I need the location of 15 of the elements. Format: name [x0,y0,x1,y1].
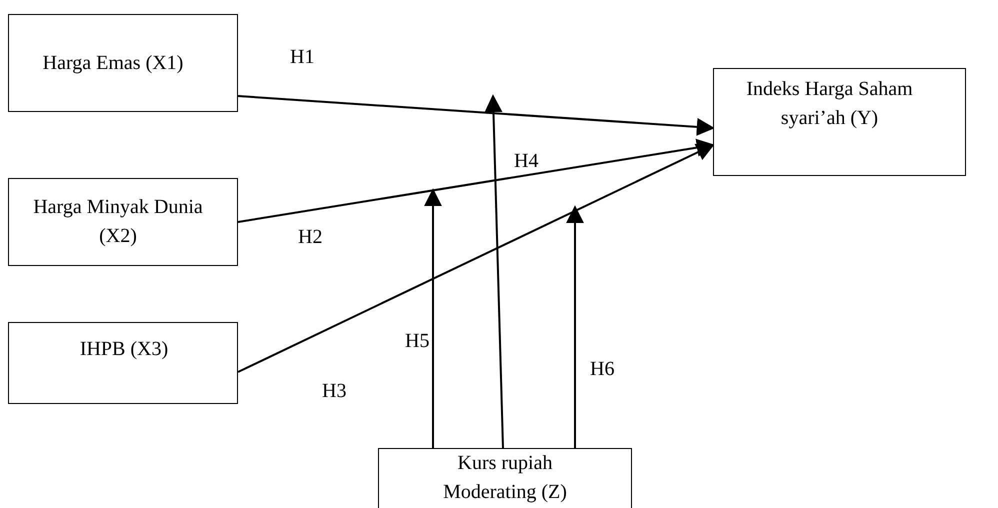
variable-box [713,68,966,176]
arrow [484,94,504,448]
variable-name: IHPB (X3) [80,337,168,362]
variable-name: Harga Minyak Dunia (X2) [32,195,204,249]
arrow [566,205,584,448]
variable-name: Kurs rupiah Moderating (Z) [442,451,568,505]
variable-name: Harga Emas (X1) [42,50,184,76]
variable-name: Indeks Harga Saham syari’ah (Y) [745,77,914,131]
variable-box [8,178,238,266]
arrow [424,188,442,448]
variable-box [8,14,238,112]
arrow [238,95,715,136]
arrow [238,144,715,373]
variable-box [378,448,632,508]
variable-box [8,322,238,404]
